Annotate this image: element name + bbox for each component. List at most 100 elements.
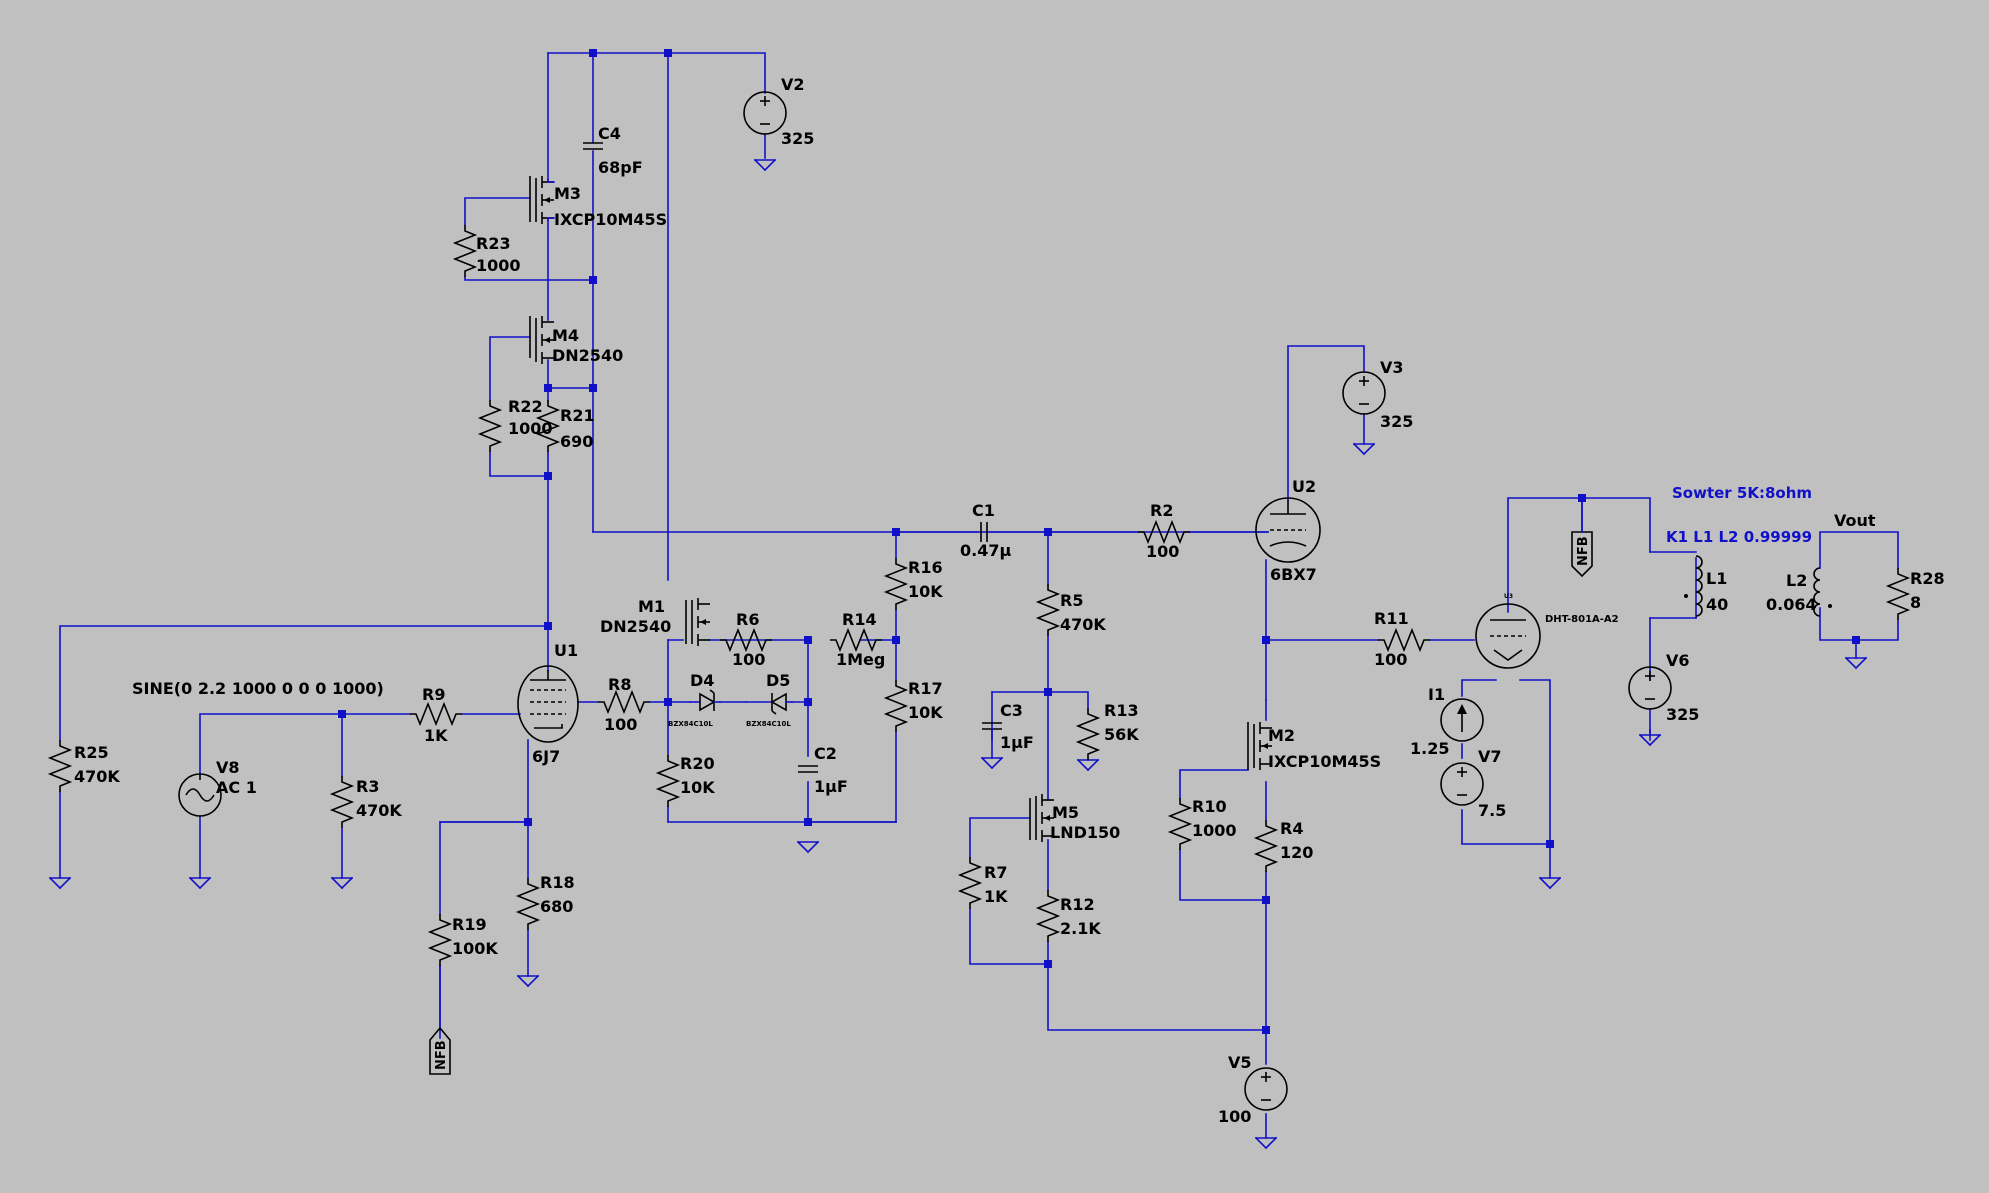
svg-text:R13: R13	[1104, 701, 1139, 720]
net-flag-nfb-bottom[interactable]: NFB	[429, 1026, 451, 1075]
resistor-r7[interactable]: R7 1K	[959, 856, 1008, 910]
voltage-source-v2[interactable]: V2 325	[743, 75, 814, 148]
tube-u3[interactable]: U3 DHT-801A-A2	[1475, 593, 1619, 669]
resistor-r9[interactable]: R9 1K	[409, 685, 463, 745]
svg-text:L2: L2	[1786, 571, 1807, 590]
sine-spec: SINE(0 2.2 1000 0 0 0 1000)	[132, 679, 384, 698]
svg-text:NFB: NFB	[434, 1040, 449, 1070]
svg-text:10K: 10K	[680, 778, 715, 797]
resistor-r28[interactable]: R28 8	[1887, 567, 1945, 621]
resistor-r13[interactable]: R13 56K	[1077, 701, 1139, 761]
resistor-r4[interactable]: R4 120	[1255, 819, 1313, 873]
svg-text:100K: 100K	[452, 939, 498, 958]
mosfet-m2[interactable]: M2 IXCP10M45S	[1247, 721, 1381, 771]
svg-text:1000: 1000	[476, 256, 521, 275]
voltage-source-v7[interactable]: V7 7.5	[1440, 747, 1506, 820]
svg-text:V2: V2	[781, 75, 805, 94]
capacitor-c3[interactable]: C3 1µF	[981, 701, 1034, 759]
mosfet-m5[interactable]: M5 LND150	[1029, 793, 1120, 843]
resistor-r3[interactable]: R3 470K	[331, 775, 402, 829]
mosfet-m1[interactable]: M1 DN2540	[600, 597, 711, 647]
resistor-r2[interactable]: R2 100	[1137, 501, 1191, 561]
vout-label: Vout	[1834, 511, 1876, 530]
svg-text:M1: M1	[638, 597, 665, 616]
resistor-r22[interactable]: R22 1000	[479, 397, 553, 453]
wires	[59, 52, 1899, 1139]
svg-text:V3: V3	[1380, 358, 1404, 377]
resistor-r18[interactable]: R18 680	[517, 873, 575, 931]
svg-text:D5: D5	[766, 671, 790, 690]
resistor-r6[interactable]: R6 100	[719, 610, 773, 669]
svg-text:I1: I1	[1428, 685, 1445, 704]
svg-text:V5: V5	[1228, 1053, 1252, 1072]
svg-text:1µF: 1µF	[1000, 733, 1034, 752]
resistor-r20[interactable]: R20 10K	[657, 754, 715, 808]
resistor-r21[interactable]: R21 690	[537, 399, 595, 453]
svg-text:1000: 1000	[1192, 821, 1237, 840]
resistor-r12[interactable]: R12 2.1K	[1037, 889, 1101, 943]
resistor-r25[interactable]: R25 470K	[49, 739, 120, 793]
svg-text:56K: 56K	[1104, 725, 1139, 744]
svg-text:R25: R25	[74, 743, 109, 762]
resistor-r16[interactable]: R16 10K	[885, 557, 943, 611]
resistor-r14[interactable]: R14 1Meg	[829, 610, 885, 669]
svg-text:100: 100	[604, 715, 637, 734]
svg-text:R2: R2	[1150, 501, 1173, 520]
svg-text:470K: 470K	[1060, 615, 1106, 634]
svg-text:0.064: 0.064	[1766, 595, 1817, 614]
svg-text:BZX84C10L: BZX84C10L	[746, 720, 791, 728]
resistor-r23[interactable]: R23 1000	[454, 224, 521, 278]
svg-text:R8: R8	[608, 675, 631, 694]
transformer-note: Sowter 5K:8ohm	[1672, 484, 1812, 502]
svg-text:R20: R20	[680, 754, 715, 773]
svg-text:DHT-801A-A2: DHT-801A-A2	[1545, 614, 1619, 625]
current-source-i1[interactable]: I1 1.25	[1410, 685, 1484, 758]
svg-text:R7: R7	[984, 863, 1007, 882]
svg-text:690: 690	[560, 432, 593, 451]
svg-text:DN2540: DN2540	[552, 346, 623, 365]
resistor-r17[interactable]: R17 10K	[885, 679, 943, 733]
svg-text:2.1K: 2.1K	[1060, 919, 1101, 938]
svg-text:325: 325	[781, 129, 814, 148]
zener-d5[interactable]: D5 BZX84C10L	[745, 671, 793, 728]
resistor-r10[interactable]: R10 1000	[1169, 797, 1237, 851]
svg-text:100: 100	[1218, 1107, 1251, 1126]
svg-text:V8: V8	[216, 758, 240, 777]
tube-u2[interactable]: U2 6BX7	[1255, 477, 1321, 584]
svg-text:8: 8	[1910, 593, 1921, 612]
resistor-r5[interactable]: R5 470K	[1037, 583, 1106, 637]
svg-text:NFB: NFB	[1576, 536, 1591, 566]
inductor-l1[interactable]: L1 40	[1649, 551, 1728, 617]
svg-text:D4: D4	[690, 671, 714, 690]
voltage-source-v5[interactable]: V5 100	[1218, 1053, 1288, 1126]
capacitor-c2[interactable]: C2 1µF	[797, 744, 848, 796]
svg-text:10K: 10K	[908, 582, 943, 601]
svg-text:6BX7: 6BX7	[1270, 565, 1317, 584]
svg-text:C3: C3	[1000, 701, 1023, 720]
ac-source-v8[interactable]: V8 AC 1 SINE(0 2.2 1000 0 0 0 1000)	[132, 679, 384, 817]
svg-text:1K: 1K	[424, 726, 448, 745]
svg-text:R18: R18	[540, 873, 575, 892]
svg-text:68pF: 68pF	[598, 158, 643, 177]
voltage-source-v3[interactable]: V3 325	[1342, 358, 1413, 431]
resistor-r11[interactable]: R11 100	[1374, 609, 1431, 669]
tube-u1[interactable]: U1 6J7	[517, 641, 579, 766]
svg-text:M4: M4	[552, 326, 579, 345]
svg-text:U3: U3	[1504, 593, 1513, 600]
svg-text:R23: R23	[476, 234, 511, 253]
svg-text:C2: C2	[814, 744, 837, 763]
zener-d4[interactable]: D4 BZX84C10L	[668, 671, 721, 728]
resistor-r19[interactable]: R19 100K	[429, 913, 498, 967]
svg-text:1K: 1K	[984, 887, 1008, 906]
mosfet-m3[interactable]: M3 IXCP10M45S	[529, 175, 667, 229]
mosfet-m4[interactable]: M4 DN2540	[529, 315, 623, 365]
svg-text:R3: R3	[356, 777, 379, 796]
inductor-l2[interactable]: L2 0.064	[1766, 567, 1832, 617]
net-flag-nfb-top[interactable]: NFB	[1571, 497, 1593, 578]
capacitor-c1[interactable]: C1 0.47µ	[960, 501, 1011, 560]
svg-text:R9: R9	[422, 685, 445, 704]
voltage-source-v6[interactable]: V6 325	[1628, 651, 1699, 724]
resistor-r8[interactable]: R8 100	[597, 675, 651, 734]
capacitor-c4[interactable]: C4 68pF	[582, 124, 643, 177]
